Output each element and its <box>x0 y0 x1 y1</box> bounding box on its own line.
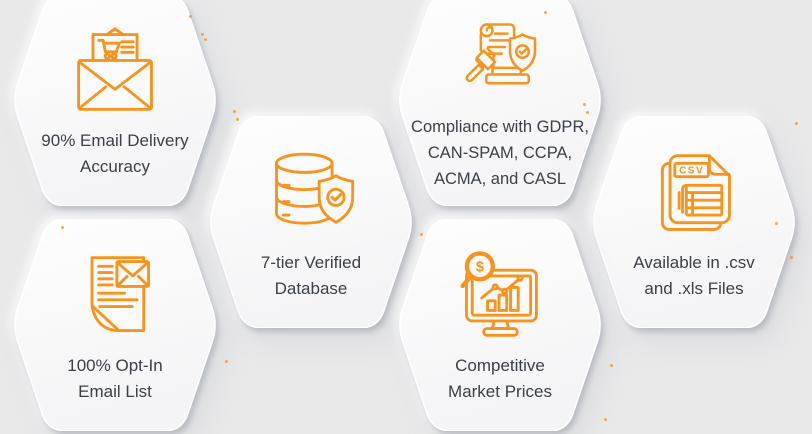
feature-card-market-prices: $ Competitive Market Prices <box>397 219 603 431</box>
decorative-dot <box>225 360 228 363</box>
decorative-dot <box>586 111 589 114</box>
feature-card-opt-in-list: 100% Opt-In Email List <box>12 219 218 431</box>
monitor-chart-magnifier-icon: $ <box>454 251 546 341</box>
feature-card-verified-database: 7-tier Verified Database <box>208 116 414 328</box>
decorative-dot <box>233 110 236 113</box>
decorative-dot <box>610 364 613 367</box>
decorative-dot <box>604 418 607 421</box>
envelope-shopping-cart-icon <box>69 26 161 116</box>
scroll-gavel-shield-icon <box>460 20 540 94</box>
decorative-dot <box>775 222 778 225</box>
decorative-dot <box>201 33 204 36</box>
feature-label: 90% Email Delivery Accuracy <box>41 131 189 177</box>
decorative-dot <box>189 15 192 18</box>
decorative-dot <box>420 233 423 236</box>
feature-label: Available in .csv and .xls Files <box>633 253 755 299</box>
feature-label: Compliance with GDPR, CAN-SPAM, CCPA, AC… <box>411 118 589 189</box>
decorative-dot <box>204 38 207 41</box>
decorative-dot <box>544 11 547 14</box>
document-envelope-icon <box>69 251 161 341</box>
hexagon-tile-background <box>399 0 601 206</box>
decorative-dot <box>790 256 793 259</box>
feature-card-compliance: Compliance with GDPR, CAN-SPAM, CCPA, AC… <box>397 0 603 206</box>
svg-text:CSV: CSV <box>679 166 704 177</box>
feature-label: Competitive Market Prices <box>448 356 552 402</box>
svg-text:$: $ <box>476 260 484 276</box>
decorative-dot <box>795 122 798 125</box>
feature-label: 7-tier Verified Database <box>260 253 362 299</box>
csv-file-icon: CSV <box>648 148 740 238</box>
decorative-dot <box>61 226 64 229</box>
hexagon-tile-background <box>399 219 601 431</box>
feature-label: 100% Opt-In Email List <box>67 356 163 402</box>
feature-card-file-formats: CSV Available in .csv and .xls Files <box>591 116 797 328</box>
database-shield-check-icon <box>265 148 357 238</box>
decorative-dot <box>583 103 586 106</box>
decorative-dot <box>236 118 239 121</box>
feature-card-email-delivery: 90% Email Delivery Accuracy <box>12 0 218 206</box>
